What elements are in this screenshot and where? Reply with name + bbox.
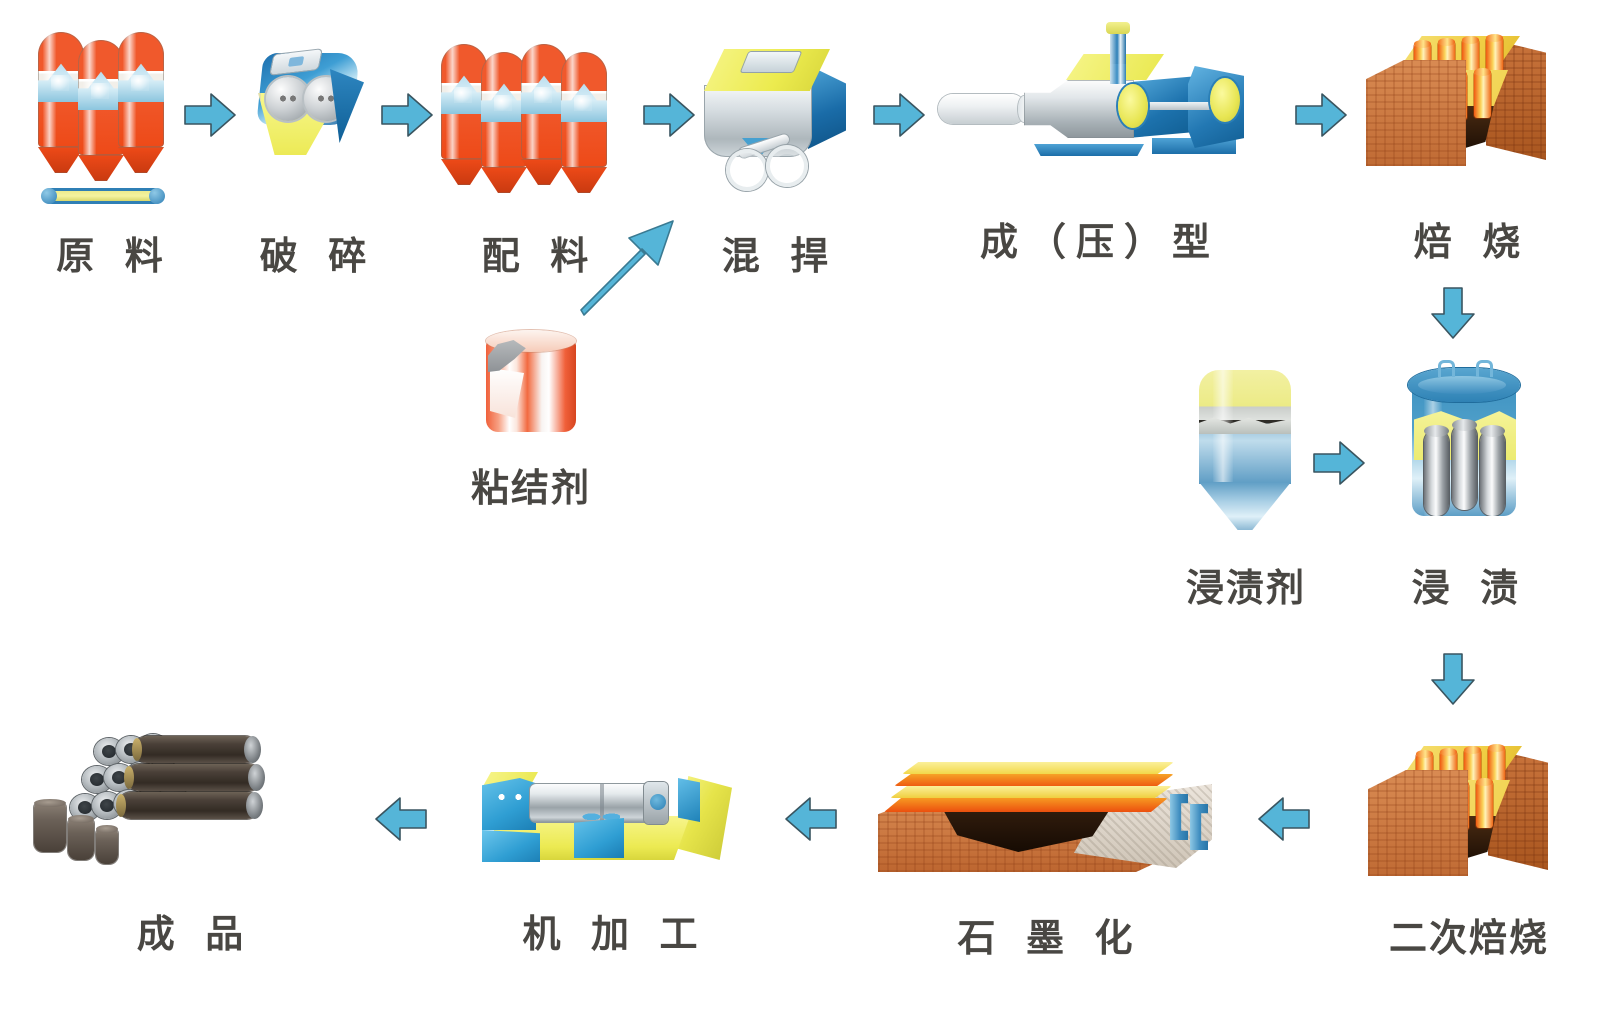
impregnation-vessel-icon	[1408, 360, 1520, 522]
node-label-machining: 机 加 工	[522, 914, 708, 956]
node-graphitization[interactable]: 石 墨 化	[860, 750, 1230, 980]
node-batching[interactable]: 配 料	[435, 38, 635, 278]
binder-drum-icon	[486, 330, 576, 436]
node-impregnation[interactable]: 浸 渍	[1370, 360, 1560, 622]
arrow-baking-to-impregnation	[1424, 284, 1482, 342]
arrow-forming-to-baking	[1292, 86, 1350, 144]
node-kneading[interactable]: 混 捍	[690, 45, 860, 278]
electrode-stack-icon	[30, 720, 330, 900]
node-finished-product[interactable]: 成 品	[20, 720, 360, 980]
node-label-raw-material: 原 料	[56, 236, 173, 278]
lathe-icon	[482, 758, 732, 878]
node-label-kneading: 混 捍	[721, 236, 839, 278]
node-forming-pressing[interactable]: 成（压）型	[930, 22, 1260, 272]
extrusion-press-icon	[938, 22, 1248, 182]
graphitization-furnace-icon	[878, 760, 1212, 880]
arrow-batching-to-kneading	[640, 86, 698, 144]
node-label-impregnating-agent: 浸渍剂	[1185, 568, 1306, 610]
conveyor-belt-icon	[41, 188, 165, 204]
arrow-rebaking-to-graphitization	[1255, 790, 1313, 848]
node-raw-material[interactable]: 原 料	[22, 28, 197, 278]
node-label-forming-pressing: 成（压）型	[979, 222, 1220, 264]
node-impregnating-agent[interactable]: 浸渍剂	[1150, 370, 1340, 620]
arrow-binder-to-kneading	[570, 215, 680, 325]
arrow-machining-to-finished-product	[372, 790, 430, 848]
arrow-impregnation-to-rebaking	[1424, 650, 1482, 708]
pitch-tank-icon	[1199, 370, 1291, 530]
arrow-graphitization-to-machining	[782, 790, 840, 848]
node-label-graphitization: 石 墨 化	[957, 918, 1143, 960]
node-label-baking: 焙 烧	[1413, 222, 1531, 264]
node-label-binder: 粘结剂	[470, 468, 591, 510]
node-rebaking[interactable]: 二次焙烧	[1348, 740, 1588, 980]
arrow-agent-to-impregnation	[1310, 434, 1368, 492]
kneader-icon	[698, 45, 846, 198]
node-baking[interactable]: 焙 烧	[1352, 22, 1582, 272]
node-machining[interactable]: 机 加 工	[460, 748, 760, 980]
node-label-batching: 配 料	[481, 236, 599, 278]
ring-kiln-icon	[1366, 30, 1546, 170]
arrow-raw-material-to-crushing	[181, 86, 239, 144]
ring-kiln-icon-secondary	[1368, 740, 1548, 880]
arrow-kneading-to-forming	[870, 86, 928, 144]
node-label-crushing: 破 碎	[259, 236, 377, 278]
silo-bank-icon	[435, 38, 635, 203]
node-label-rebaking: 二次焙烧	[1388, 918, 1549, 960]
node-label-finished-product: 成 品	[136, 914, 254, 956]
node-label-impregnation: 浸 渍	[1411, 568, 1529, 610]
silo-stack-icon	[22, 28, 197, 204]
arrow-crushing-to-batching	[378, 86, 436, 144]
node-binder[interactable]: 粘结剂	[440, 330, 620, 520]
node-crushing[interactable]: 破 碎	[238, 45, 388, 278]
roll-crusher-icon	[246, 45, 364, 163]
